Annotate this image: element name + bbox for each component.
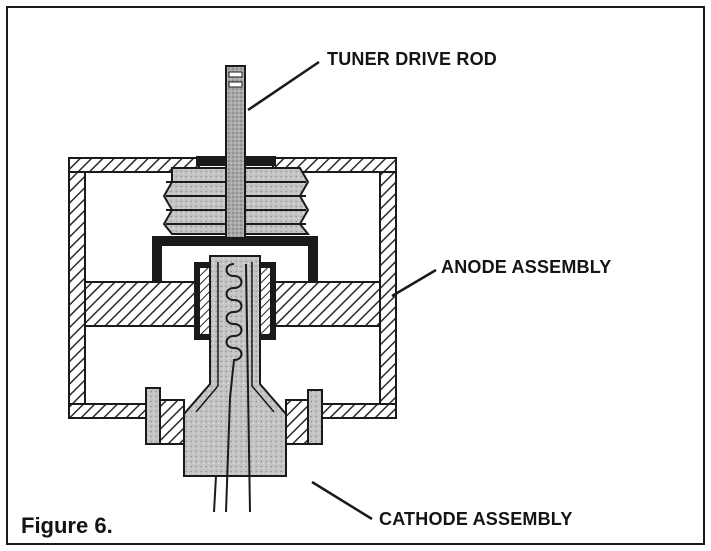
figure-caption: Figure 6. [21,513,113,538]
cathode-leader-line [311,480,373,521]
filament-lead [245,263,251,513]
filament-coil [225,263,243,513]
anode-leader-line [391,268,437,298]
cathode-tube [183,255,287,477]
tuner-bracket [152,236,318,290]
figure-frame [6,6,705,545]
tuner-leader-line [247,60,320,112]
cathode-flange [145,387,323,445]
cathode-assembly-label: CATHODE ASSEMBLY [379,509,573,529]
anode-block [84,281,381,327]
filament-lead-outer [213,475,217,513]
tuner-drive-rod [225,65,246,239]
anode-assembly-label: ANODE ASSEMBLY [441,257,612,277]
tuner-drive-rod-label: TUNER DRIVE ROD [327,49,498,69]
